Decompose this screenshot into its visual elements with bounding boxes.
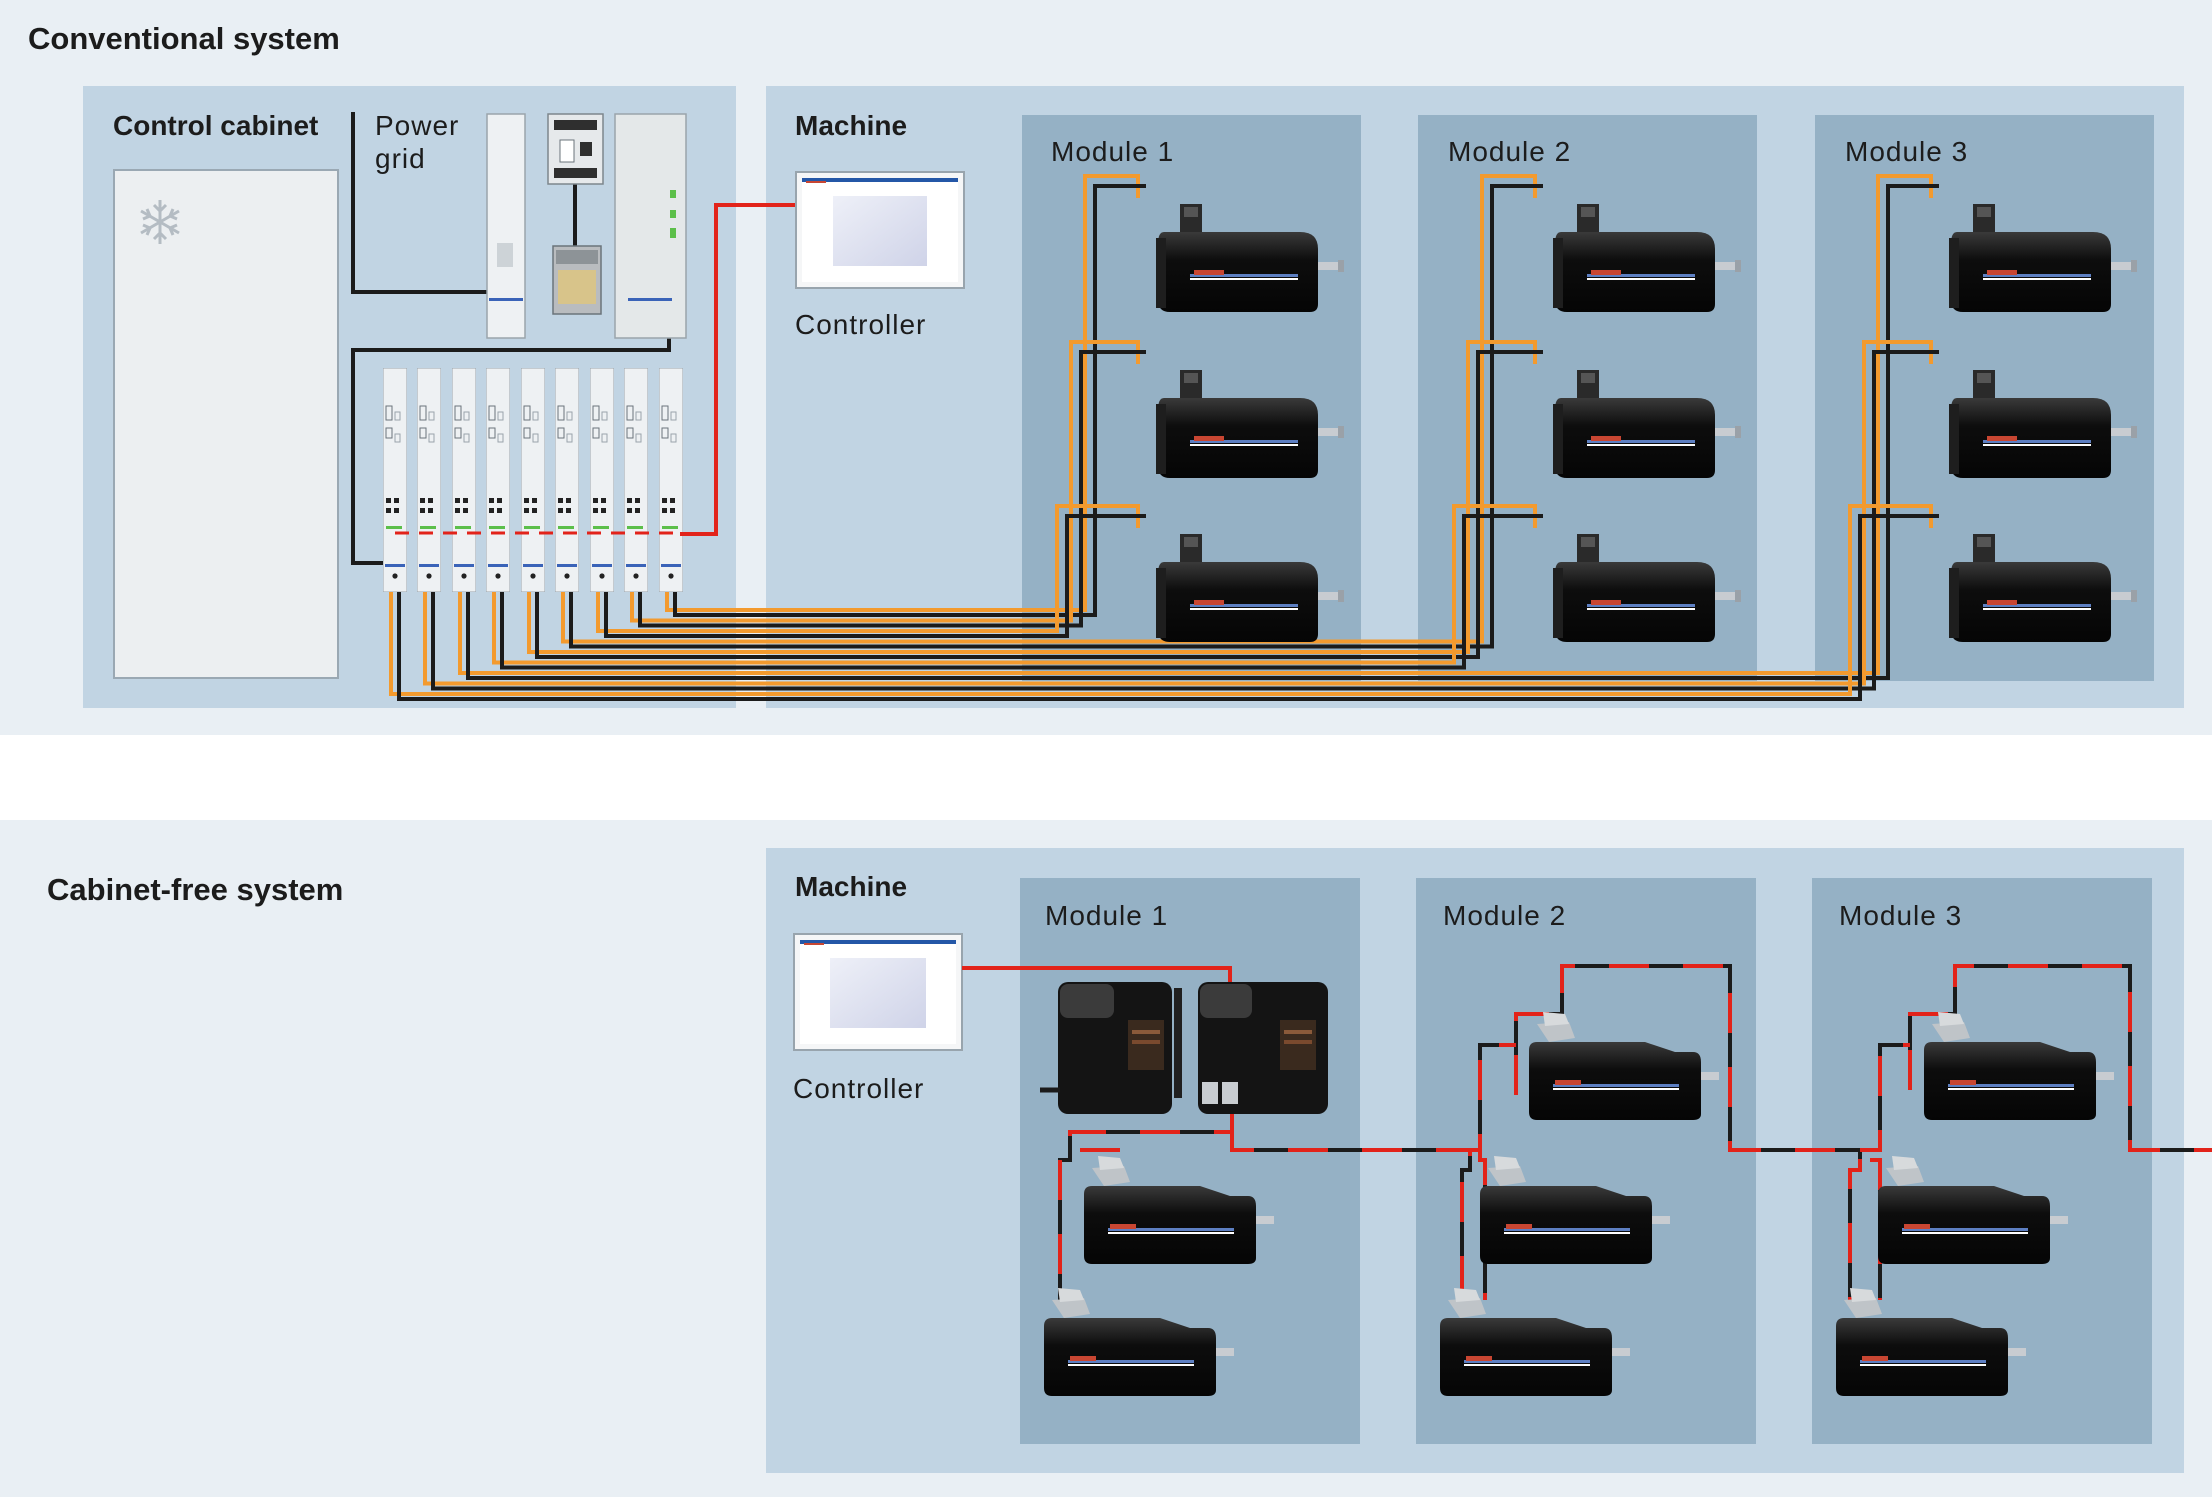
hybrid-cable-module-3-b xyxy=(1860,1043,1910,1152)
controller-link-cabinet-free xyxy=(962,966,1232,986)
module-3-label-cabinet-free: Module 3 xyxy=(1839,900,1962,931)
hybrid-cable-outgoing xyxy=(1908,964,2212,1152)
cabinet-cooling-unit xyxy=(113,169,339,679)
drive-module-8 xyxy=(624,368,648,592)
controller-label-cabinet-free: Controller xyxy=(793,1073,924,1104)
machine-label-conventional: Machine xyxy=(795,110,907,141)
encoder-cable-m1-r1 xyxy=(673,184,1146,617)
supply-module xyxy=(614,113,687,339)
hybrid-cable-module-1 xyxy=(1058,1110,1234,1300)
motor-group-conventional xyxy=(1156,204,2137,642)
power-cable-m3-r2 xyxy=(423,340,1933,686)
drive-module-5 xyxy=(521,368,545,592)
power-supply-unit xyxy=(486,113,526,339)
power-supply-stripe xyxy=(489,298,523,301)
power-cable-m1-r3 xyxy=(596,504,1140,633)
hybrid-cable-chain xyxy=(962,964,2212,1300)
drive-module-9 xyxy=(659,368,683,592)
module-1-label-cabinet-free: Module 1 xyxy=(1045,900,1168,931)
motor-cable-bundle xyxy=(389,174,1939,701)
encoder-cable-m3-r1 xyxy=(466,184,1939,680)
controller-hmi-cabinet-free xyxy=(793,933,963,1051)
power-cable-m1-r2 xyxy=(630,340,1140,623)
power-grid-cable xyxy=(351,112,487,294)
hybrid-cable-module-2-b xyxy=(1456,1043,1516,1152)
drive-module-rack xyxy=(383,368,683,592)
encoder-cable-m1-r3 xyxy=(604,514,1146,638)
conventional-system-title: Conventional system xyxy=(28,21,340,56)
module-3-label-conventional: Module 3 xyxy=(1845,136,1968,167)
machine-label-cabinet-free: Machine xyxy=(795,871,907,902)
controller-ethernet-cable xyxy=(680,203,798,536)
cabinet-free-system-title: Cabinet-free system xyxy=(47,872,343,907)
controller-label-conventional: Controller xyxy=(795,309,926,340)
hybrid-cable-loop-2 xyxy=(1514,964,1862,1300)
power-cable-m1-r1 xyxy=(665,174,1140,612)
controller-hmi-conventional xyxy=(795,171,965,289)
contactor-unit xyxy=(547,113,604,185)
power-cable-m2-r3 xyxy=(492,504,1537,665)
dc-bus-cable xyxy=(351,336,671,565)
encoder-cable-m2-r2 xyxy=(535,350,1543,659)
drive-module-7 xyxy=(590,368,614,592)
snowflake-icon xyxy=(140,200,180,244)
module-2-label-conventional: Module 2 xyxy=(1448,136,1571,167)
power-cable-m2-r1 xyxy=(561,174,1537,644)
drive-module-2 xyxy=(417,368,441,592)
power-cable-m3-r1 xyxy=(458,174,1933,675)
hybrid-cable-link-1-2 xyxy=(1230,1132,1472,1300)
connection-unit-cabinet-free xyxy=(1198,982,1328,1114)
encoder-cable-m2-r3 xyxy=(500,514,1543,670)
power-cable-m3-r3 xyxy=(389,504,1933,696)
drive-module-3 xyxy=(452,368,476,592)
encoder-cable-m3-r2 xyxy=(431,350,1939,691)
encoder-cable-m3-r3 xyxy=(397,514,1939,701)
transformer-unit xyxy=(552,245,602,315)
control-cabinet-label: Control cabinet xyxy=(113,110,318,141)
drive-module-1 xyxy=(383,368,407,592)
encoder-cable-m1-r2 xyxy=(638,350,1146,628)
power-grid-label-line1: Power xyxy=(375,110,459,141)
encoder-cable-m2-r1 xyxy=(569,184,1543,649)
power-cable-m2-r2 xyxy=(527,340,1537,654)
module-2-label-cabinet-free: Module 2 xyxy=(1443,900,1566,931)
module-1-label-conventional: Module 1 xyxy=(1051,136,1174,167)
power-supply-display xyxy=(497,243,513,267)
drive-module-4 xyxy=(486,368,510,592)
power-grid-label-line2: grid xyxy=(375,143,426,174)
drive-module-6 xyxy=(555,368,579,592)
supply-unit-cabinet-free xyxy=(1040,982,1182,1114)
